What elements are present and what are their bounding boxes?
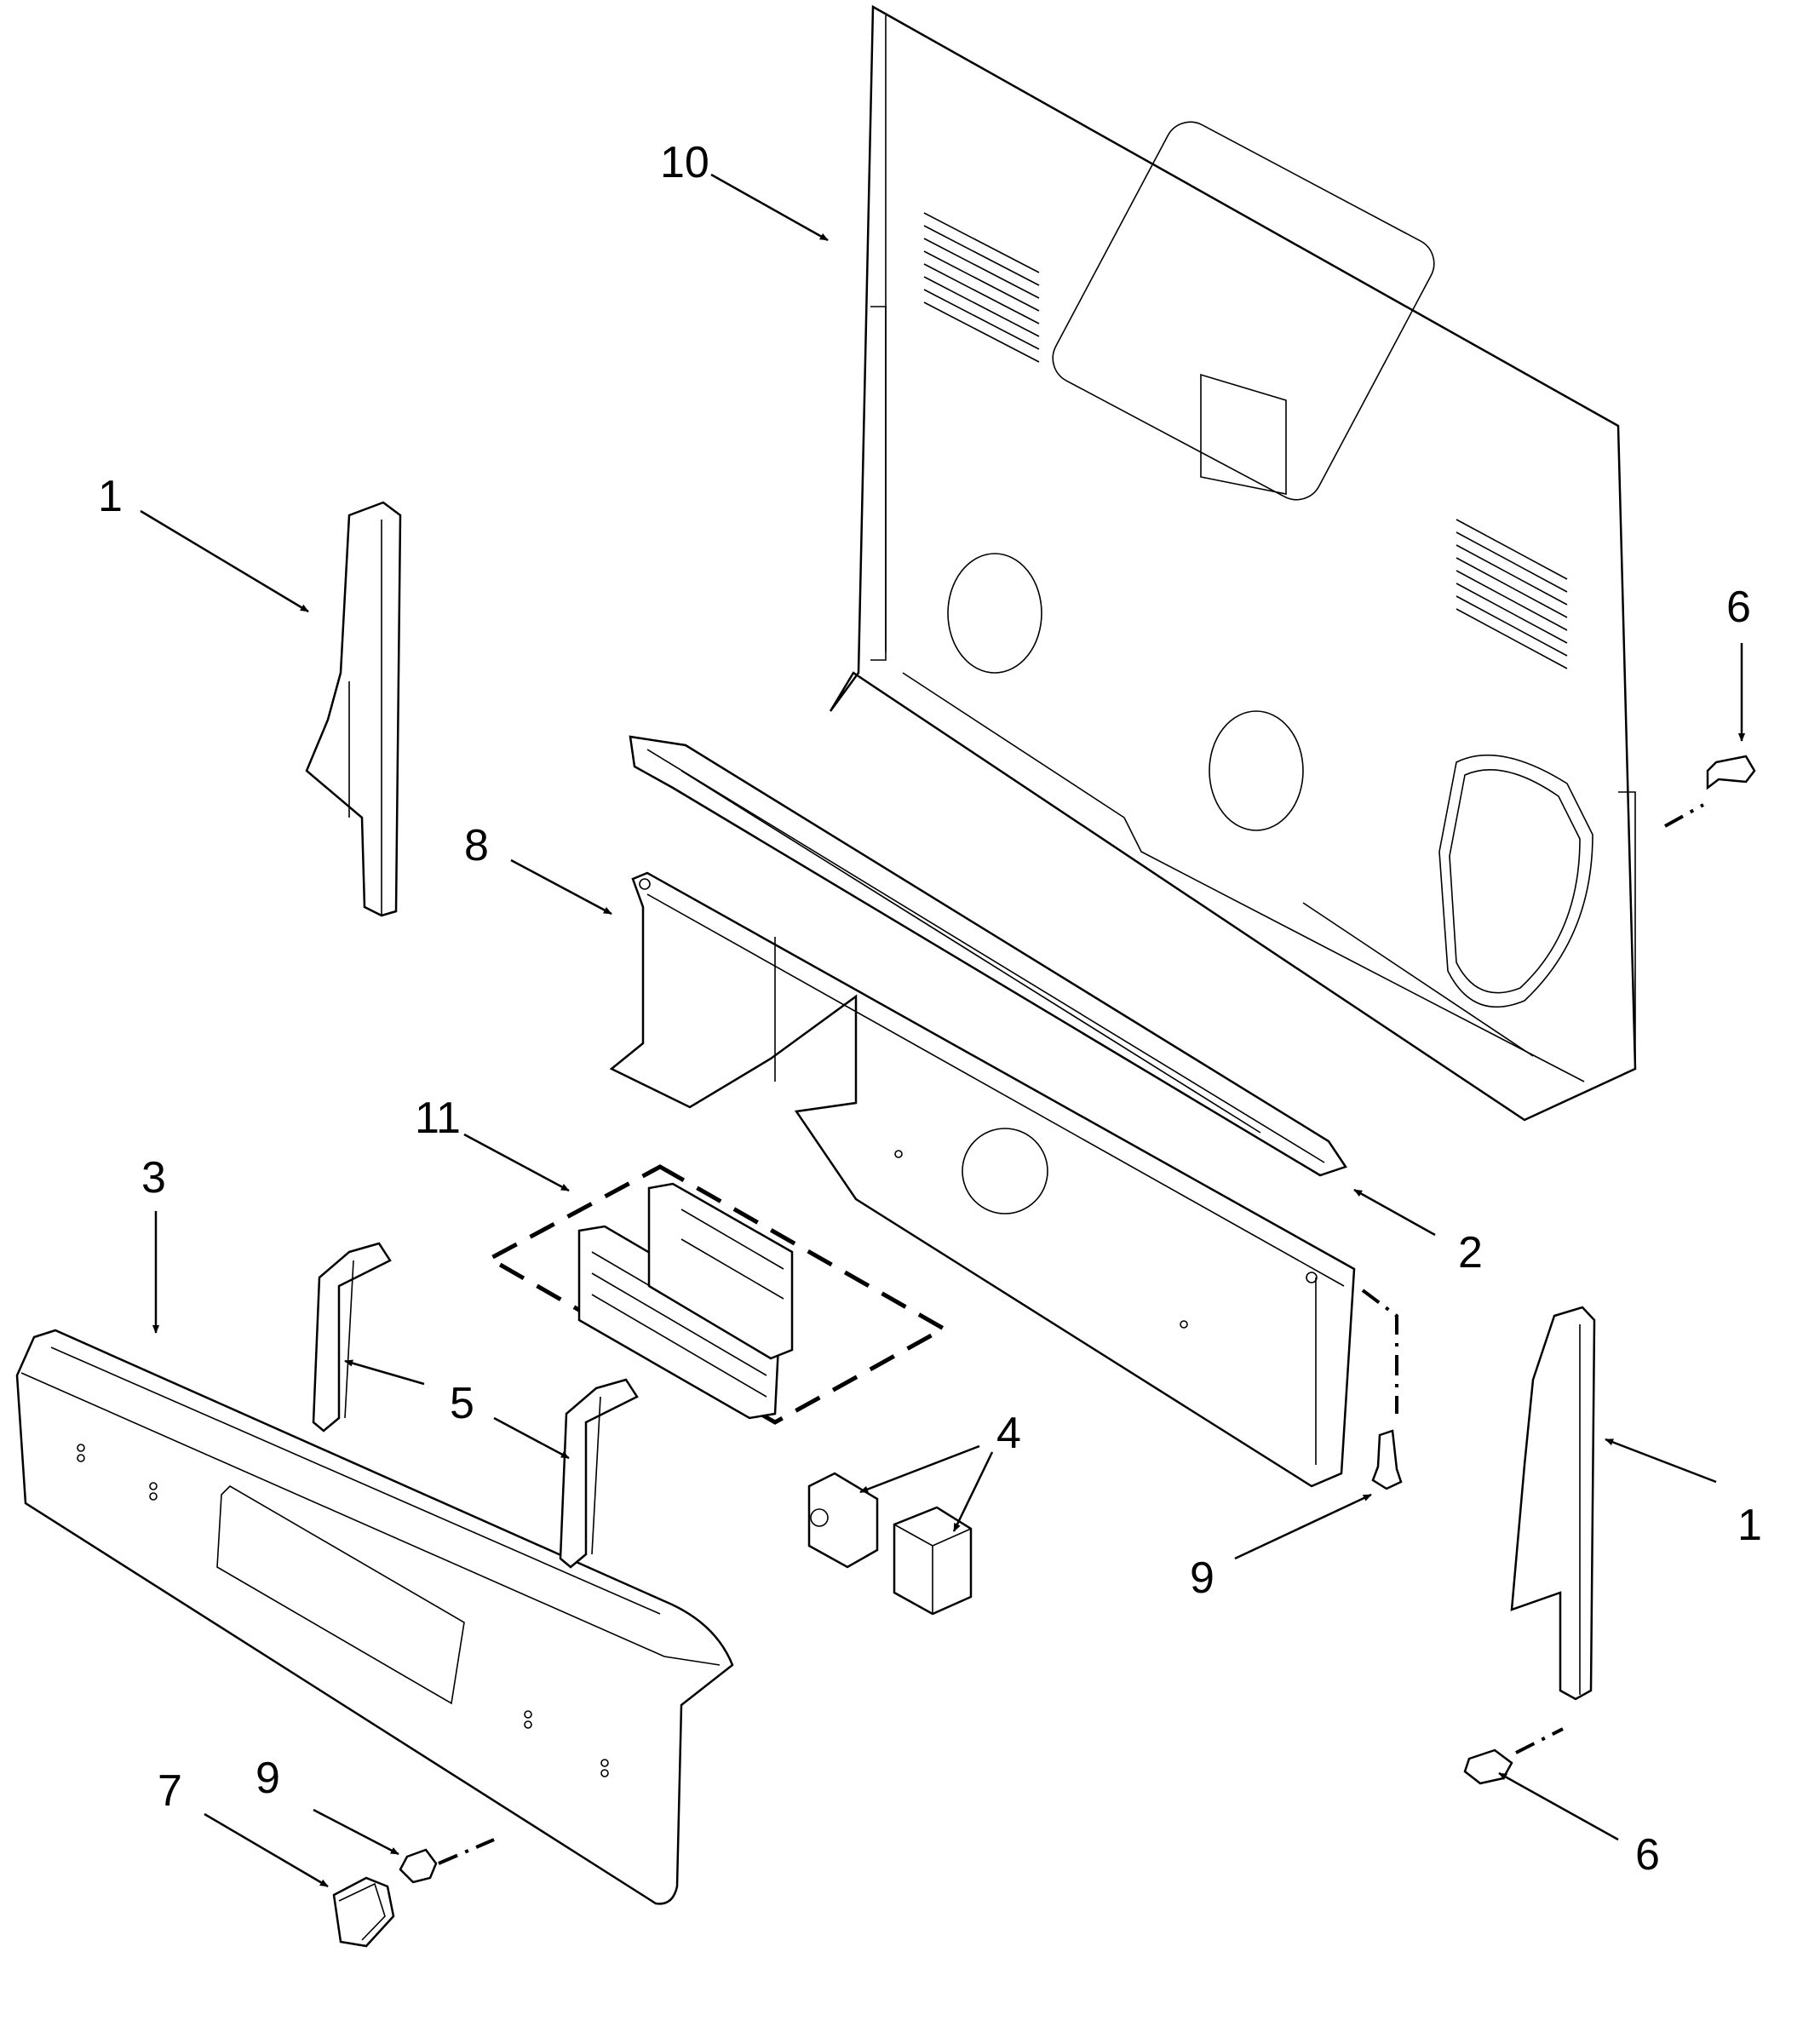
callout-2: 2 bbox=[1458, 1228, 1483, 1278]
bracket-part-5-left bbox=[312, 1242, 392, 1433]
knob-holes bbox=[77, 1444, 609, 1777]
screw-part-9-right bbox=[1371, 1429, 1403, 1490]
knob-part-7 bbox=[332, 1876, 395, 1948]
callout-1-left: 1 bbox=[98, 472, 123, 521]
screw-part-6-bottom bbox=[1463, 1748, 1513, 1785]
screw-axis-9-bottom bbox=[438, 1838, 495, 1865]
screw-axis-6-top bbox=[1664, 803, 1704, 828]
switch-part-4 bbox=[807, 1472, 973, 1616]
electronic-control-part-11 bbox=[485, 1164, 949, 1425]
bracket-part-5-right bbox=[559, 1378, 639, 1569]
callout-11: 11 bbox=[415, 1094, 461, 1143]
manifold-bracket-part-2 bbox=[629, 735, 1347, 1177]
leader-arrows bbox=[140, 173, 1746, 1888]
callout-3: 3 bbox=[141, 1153, 166, 1203]
control-panel-back-part-8 bbox=[609, 871, 1356, 1488]
callout-8: 8 bbox=[464, 821, 489, 870]
callout-9-bottom: 9 bbox=[256, 1754, 280, 1803]
callout-1-right: 1 bbox=[1737, 1501, 1762, 1550]
side-trim-part-1-right bbox=[1510, 1306, 1596, 1701]
rear-panel-part-10 bbox=[829, 4, 1637, 1122]
vent-slots-lower bbox=[1456, 519, 1568, 669]
screw-part-9-bottom bbox=[399, 1848, 438, 1884]
callout-10: 10 bbox=[660, 138, 709, 187]
callout-6-bottom: 6 bbox=[1635, 1830, 1660, 1880]
screw-axis-9-right bbox=[1361, 1289, 1398, 1414]
callout-9-right: 9 bbox=[1190, 1553, 1214, 1603]
control-panel-front-part-3 bbox=[15, 1329, 734, 1905]
callout-7: 7 bbox=[158, 1766, 182, 1816]
screw-axis-6-bottom bbox=[1515, 1727, 1564, 1754]
vent-slots-upper bbox=[923, 212, 1040, 363]
callout-6-top: 6 bbox=[1726, 583, 1751, 632]
side-trim-part-1-left bbox=[305, 501, 402, 917]
callout-5: 5 bbox=[450, 1379, 474, 1428]
screw-part-6-top bbox=[1706, 755, 1756, 790]
callout-4: 4 bbox=[996, 1409, 1021, 1458]
